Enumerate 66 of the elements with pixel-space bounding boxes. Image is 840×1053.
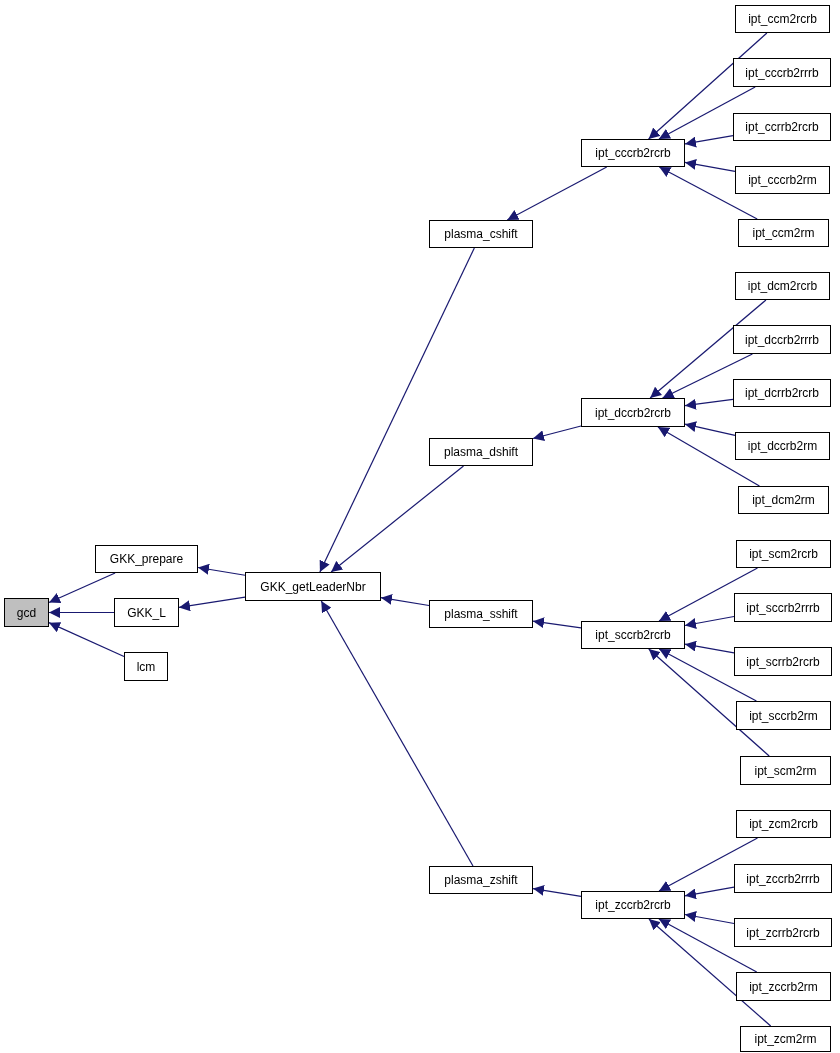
function-box: ipt_dccrb2rcrb	[581, 398, 685, 427]
function-box: plasma_zshift	[429, 866, 533, 894]
function-box: ipt_zcm2rcrb	[736, 810, 831, 838]
function-box: ipt_scrrb2rcrb	[734, 647, 832, 676]
arrow	[48, 607, 115, 618]
function-box: ipt_ccrrb2rcrb	[733, 113, 831, 141]
arrow	[684, 911, 735, 925]
arrow	[506, 166, 608, 221]
function-box: ipt_cccrb2rm	[735, 166, 830, 194]
function-box: ipt_sccrb2rrrb	[734, 593, 832, 622]
function-box: ipt_zccrb2rm	[736, 972, 831, 1001]
arrow	[658, 567, 759, 622]
function-box: GKK_prepare	[95, 545, 198, 573]
arrow	[380, 594, 430, 607]
arrow	[684, 615, 735, 629]
function-box: ipt_dcm2rcrb	[735, 272, 830, 300]
function-box: ipt_dcrrb2rcrb	[733, 379, 831, 407]
arrow	[658, 837, 759, 892]
arrow	[684, 134, 734, 148]
function-box: ipt_scm2rcrb	[736, 540, 831, 568]
arrow	[684, 886, 735, 900]
arrow	[178, 596, 246, 612]
function-box: ipt_dcm2rm	[738, 486, 829, 514]
function-box: plasma_dshift	[429, 438, 533, 466]
function-box: ipt_zcrrb2rcrb	[734, 918, 832, 947]
arrow	[48, 622, 125, 658]
arrow	[658, 918, 758, 973]
arrow	[532, 884, 582, 898]
arrow	[684, 640, 735, 654]
function-box: plasma_cshift	[429, 220, 533, 248]
function-box: ipt_cccrb2rrrb	[733, 58, 831, 87]
function-box: ipt_zccrb2rcrb	[581, 891, 685, 919]
arrow	[648, 918, 772, 1027]
arrow	[657, 426, 760, 487]
arrow	[648, 32, 768, 140]
arrow	[658, 648, 757, 702]
arrow	[320, 600, 474, 867]
arrow	[684, 398, 734, 410]
arrow	[662, 353, 753, 399]
arrow	[648, 648, 770, 757]
arrow	[330, 465, 465, 573]
arrow	[48, 572, 116, 604]
arrow	[319, 247, 475, 573]
function-box: ipt_ccm2rm	[738, 219, 829, 247]
function-box: gcd	[4, 598, 49, 627]
arrow	[197, 563, 246, 576]
function-box: ipt_scm2rm	[740, 756, 831, 785]
function-box: GKK_getLeaderNbr	[245, 572, 381, 601]
arrow	[684, 158, 736, 172]
function-box: plasma_sshift	[429, 600, 533, 628]
function-box: ipt_sccrb2rm	[736, 701, 831, 730]
arrow	[532, 617, 582, 629]
arrow	[649, 299, 767, 399]
function-box: ipt_cccrb2rcrb	[581, 139, 685, 167]
arrow	[532, 425, 582, 442]
arrow	[684, 421, 736, 436]
function-box: ipt_dccrb2rrrb	[733, 325, 831, 354]
function-box: ipt_sccrb2rcrb	[581, 621, 685, 649]
function-box: lcm	[124, 652, 168, 681]
function-box: ipt_dccrb2rm	[735, 432, 830, 460]
function-box: ipt_ccm2rcrb	[735, 5, 830, 33]
function-box: GKK_L	[114, 598, 179, 627]
arrow	[658, 166, 758, 220]
function-box: ipt_zccrb2rrrb	[734, 864, 832, 893]
arrow	[658, 86, 756, 140]
function-box: ipt_zcm2rm	[740, 1026, 831, 1052]
